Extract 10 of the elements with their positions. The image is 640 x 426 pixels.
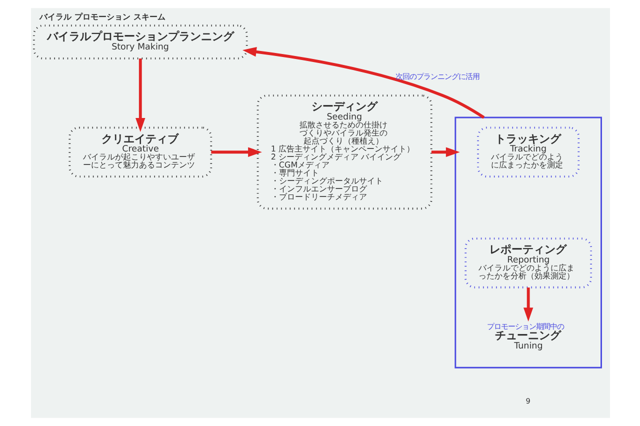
arrow bbox=[135, 58, 145, 132]
node-text: プロモーション期間中の チューニング Tuning bbox=[486, 322, 564, 352]
label: 9 bbox=[525, 396, 530, 406]
arrow bbox=[522, 288, 533, 322]
node-box: バイラルプロモーションプランニング Story Making bbox=[32, 24, 248, 60]
edge-label: 次回のプランニングに活用 bbox=[395, 72, 480, 81]
arrow bbox=[210, 147, 262, 157]
arrow bbox=[430, 147, 460, 157]
arrow bbox=[242, 47, 484, 119]
cluster bbox=[454, 116, 602, 368]
